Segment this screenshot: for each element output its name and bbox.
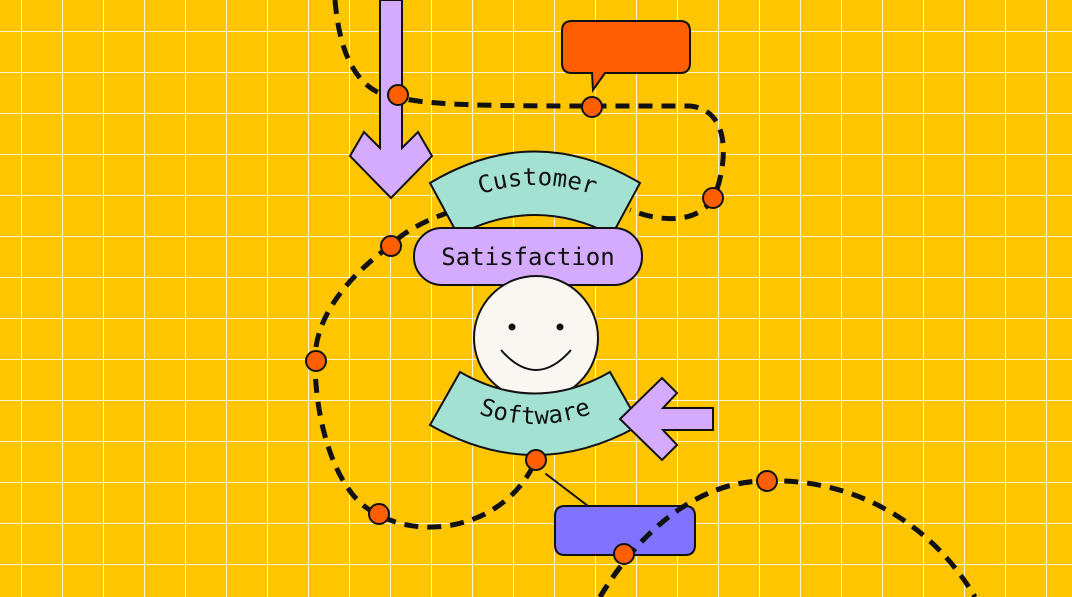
smiley-face-icon [473, 275, 599, 401]
node-dot [702, 187, 724, 209]
node-dot [756, 470, 778, 492]
dashed-path-top [332, 0, 726, 222]
node-dot [387, 84, 409, 106]
speech-bubble-purple [545, 473, 696, 556]
dashed-path-overlay [597, 478, 768, 597]
node-dot [613, 543, 635, 565]
satisfaction-pill: Satisfaction [413, 227, 643, 286]
speech-bubble-orange [561, 20, 691, 93]
satisfaction-label: Satisfaction [441, 243, 614, 271]
path-nodes [305, 84, 778, 565]
node-dot [525, 449, 547, 471]
left-arrow-icon [618, 376, 714, 462]
node-dot [305, 350, 327, 372]
software-banner: Software [428, 370, 642, 456]
customer-banner: Customer [428, 150, 642, 237]
node-dot [581, 96, 603, 118]
node-dot [380, 235, 402, 257]
node-dot [368, 503, 390, 525]
